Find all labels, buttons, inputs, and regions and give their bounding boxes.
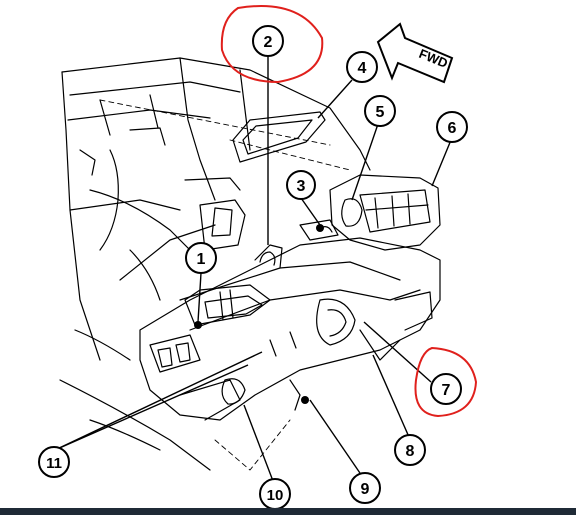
callout-4: 4 [346,51,378,83]
callout-2-label: 2 [264,34,273,51]
callout-11: 11 [38,446,70,478]
hvac-main-housing [139,219,441,421]
callout-8-label: 8 [406,443,415,460]
blower-housing [329,174,441,251]
callout-9-label: 9 [361,481,370,498]
callout-6: 6 [436,111,468,143]
callout-7: 7 [430,373,462,405]
leader-lines [54,56,452,482]
callout-6-label: 6 [448,120,457,137]
callout-9: 9 [349,472,381,504]
highlight-marks [220,5,478,418]
highlight-circle-7 [414,346,478,418]
callout-10-label: 10 [267,487,284,504]
callout-3: 3 [286,170,316,200]
callout-1: 1 [185,242,217,274]
duct-seal [232,111,326,163]
callout-7-label: 7 [442,382,451,399]
fastener-markers [194,224,324,404]
callout-8: 8 [394,434,426,466]
callout-11-label: 11 [46,455,62,472]
callout-2: 2 [252,25,284,57]
callout-5: 5 [364,95,396,127]
callout-1-label: 1 [197,251,206,268]
highlight-circle-2 [220,5,324,84]
callout-3-label: 3 [297,178,306,195]
callout-5-label: 5 [376,104,385,121]
bottom-bar [0,508,576,515]
callout-10: 10 [259,478,291,510]
callout-4-label: 4 [358,60,367,77]
dash-panel-outline [59,57,371,471]
dashed-guide-lines [99,99,351,471]
forward-direction-arrow: FWD [376,22,454,84]
